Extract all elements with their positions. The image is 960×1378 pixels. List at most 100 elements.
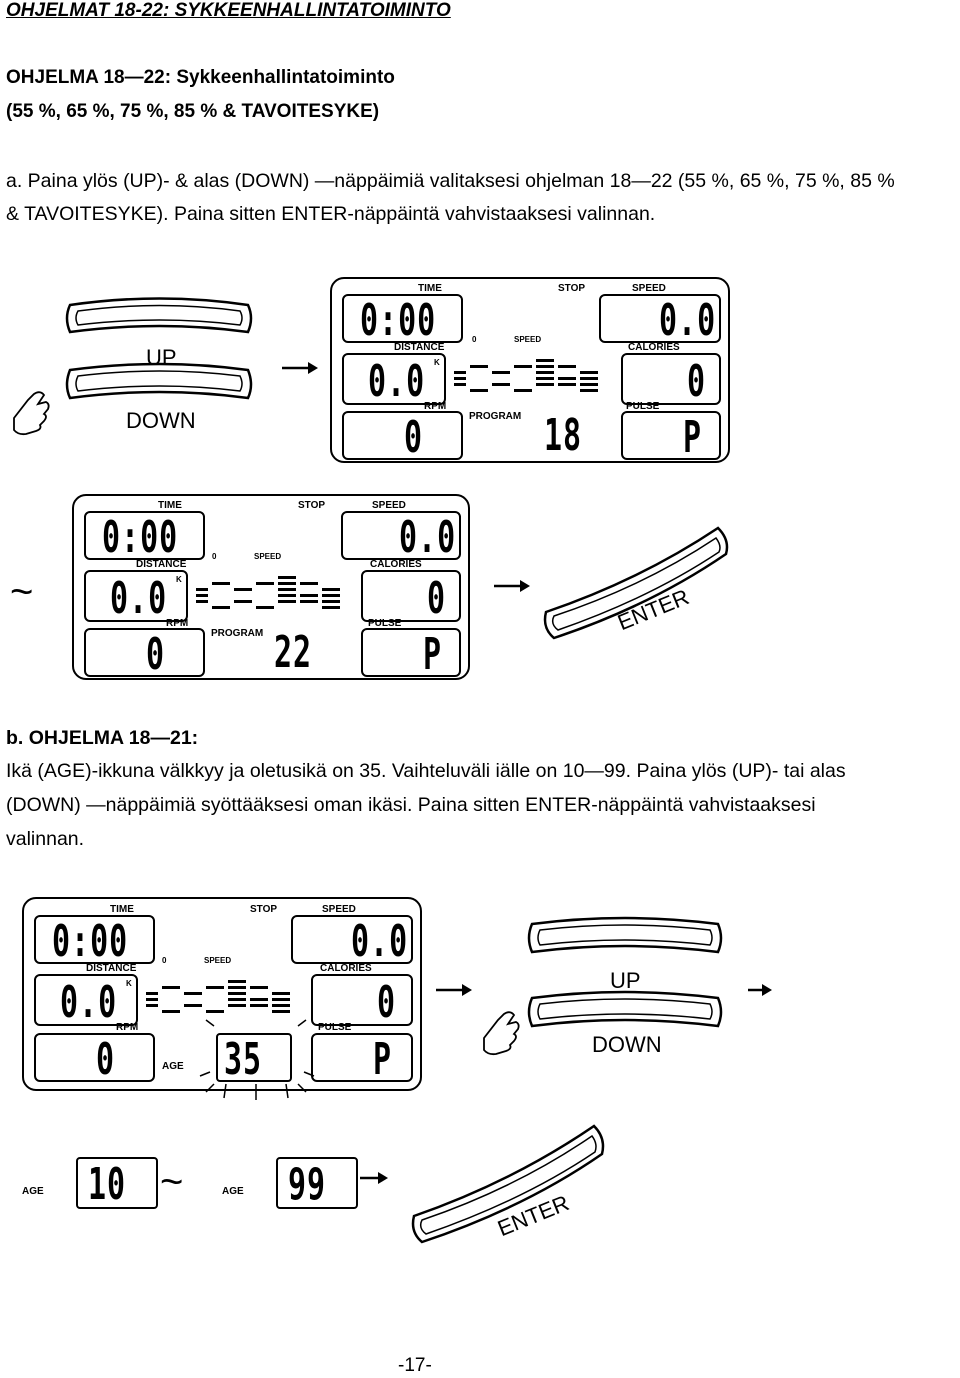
section-a-line2: & TAVOITESYKE). Paina sitten ENTER-näppä… — [6, 203, 656, 225]
section-a-line1: a. Paina ylös (UP)- & alas (DOWN) —näppä… — [6, 170, 895, 192]
arrow-right-icon — [360, 1172, 388, 1184]
enter-button-1[interactable] — [540, 520, 730, 650]
label-k: K — [434, 358, 440, 367]
speed-window: 0.0 — [291, 915, 413, 968]
label-program: PROGRAM — [469, 411, 522, 422]
age-min-window: 10 — [76, 1157, 158, 1211]
up-label-2: UP — [610, 968, 641, 993]
age-label-max: AGE — [222, 1186, 244, 1197]
pointing-hand-icon — [483, 1011, 520, 1056]
label-stop: STOP — [298, 500, 326, 511]
label-calories: CALORIES — [628, 342, 680, 353]
label-speed: SPEED — [322, 904, 356, 915]
label-time: TIME — [418, 283, 442, 294]
distance-window: 0.0 K — [342, 353, 446, 408]
section-b-line2: (DOWN) —näppäimiä syöttääksesi oman ikäs… — [6, 794, 816, 816]
calories-window: 0 — [621, 353, 721, 408]
section-b-title: b. OHJELMA 18—21: — [6, 727, 199, 749]
tilde-2: ~ — [160, 1160, 184, 1204]
console-display-1: TIME STOP SPEED 0:00 0.0 DISTANCE CALORI… — [330, 277, 730, 464]
pulse-value: P — [683, 413, 703, 464]
label-rpm: RPM — [116, 1022, 139, 1033]
section-b-line3: valinnan. — [6, 828, 85, 850]
blink-rays-icon — [199, 1019, 315, 1100]
label-age: AGE — [162, 1061, 184, 1072]
label-pulse: PULSE — [318, 1022, 352, 1033]
label-time: TIME — [158, 500, 182, 511]
section-b-line1: Ikä (AGE)-ikkuna välkkyy ja oletusikä on… — [6, 760, 846, 782]
up-down-buttons-2: UP DOWN — [470, 910, 730, 1060]
label-rpm: RPM — [424, 401, 447, 412]
label-speed: SPEED — [632, 283, 666, 294]
label-time: TIME — [110, 904, 134, 915]
program-value: 22 — [274, 628, 313, 679]
page-header: OHJELMAT 18-22: SYKKEENHALLINTATOIMINTO — [6, 0, 451, 21]
arrow-right-icon — [748, 984, 772, 996]
time-value: 0:00 — [102, 513, 179, 564]
up-button-shape[interactable] — [0, 290, 330, 450]
label-zero-small: 0 — [162, 956, 167, 965]
label-pulse: PULSE — [368, 618, 402, 629]
speed-value: 0.0 — [351, 917, 409, 968]
label-k: K — [176, 575, 182, 584]
age-label-min: AGE — [22, 1186, 44, 1197]
arrow-right-icon — [436, 984, 472, 996]
calories-value: 0 — [687, 357, 707, 408]
label-calories: CALORIES — [370, 559, 422, 570]
label-distance: DISTANCE — [394, 342, 445, 353]
rpm-value: 0 — [404, 413, 424, 464]
tilde-1: ~ — [10, 570, 34, 614]
age-max-value: 99 — [288, 1160, 327, 1211]
label-k: K — [126, 979, 132, 988]
enter-button-2[interactable] — [408, 1120, 608, 1250]
down-label-2: DOWN — [592, 1032, 662, 1057]
label-calories: CALORIES — [320, 963, 372, 974]
arrow-right-icon — [494, 580, 530, 592]
rpm-window: 0 — [84, 628, 205, 681]
console-display-3: TIME STOP SPEED 0:00 0.0 DISTANCE CALORI… — [22, 897, 422, 1091]
distance-window: 0.0 K — [84, 570, 188, 625]
up-button-shape-2[interactable] — [470, 910, 730, 1060]
up-down-buttons-1: UP DOWN — [0, 290, 330, 450]
age-max-window: 99 — [276, 1157, 358, 1211]
age-window-blinking: 35 — [216, 1033, 292, 1086]
rpm-window: 0 — [342, 411, 463, 464]
speed-bar-graph — [196, 576, 340, 609]
speed-bar-graph — [146, 980, 290, 1013]
label-speed: SPEED — [372, 500, 406, 511]
pulse-window: P — [621, 411, 721, 464]
program-value: 18 — [544, 411, 583, 462]
page-number: -17- — [398, 1355, 432, 1376]
pulse-window: P — [311, 1033, 413, 1086]
rpm-value: 0 — [146, 630, 166, 681]
calories-value: 0 — [377, 978, 397, 1029]
label-stop: STOP — [558, 283, 586, 294]
label-distance: DISTANCE — [86, 963, 137, 974]
time-value: 0:00 — [360, 296, 437, 347]
distance-window: 0.0 K — [34, 974, 138, 1029]
label-speed-small: SPEED — [514, 335, 542, 344]
section-a-subtitle: (55 %, 65 %, 75 %, 85 % & TAVOITESYKE) — [6, 101, 380, 122]
distance-value: 0.0 — [368, 357, 426, 408]
time-window: 0:00 — [342, 294, 463, 347]
rpm-window: 0 — [34, 1033, 155, 1086]
label-pulse: PULSE — [626, 401, 660, 412]
label-speed-small: SPEED — [254, 552, 282, 561]
speed-bar-graph — [454, 359, 598, 392]
pulse-value: P — [373, 1035, 393, 1086]
rpm-value: 0 — [96, 1035, 116, 1086]
speed-window: 0.0 — [599, 294, 721, 347]
calories-window: 0 — [311, 974, 413, 1029]
distance-value: 0.0 — [60, 978, 118, 1029]
label-stop: STOP — [250, 904, 278, 915]
arrow-right-icon — [282, 362, 318, 374]
label-rpm: RPM — [166, 618, 189, 629]
label-zero-small: 0 — [472, 335, 477, 344]
label-zero-small: 0 — [212, 552, 217, 561]
age-value: 35 — [224, 1035, 263, 1086]
down-label: DOWN — [126, 408, 196, 433]
time-window: 0:00 — [34, 915, 155, 968]
console-display-2: TIME STOP SPEED 0:00 0.0 DISTANCE CALORI… — [72, 494, 470, 681]
speed-value: 0.0 — [399, 513, 457, 564]
speed-window: 0.0 — [341, 511, 461, 564]
